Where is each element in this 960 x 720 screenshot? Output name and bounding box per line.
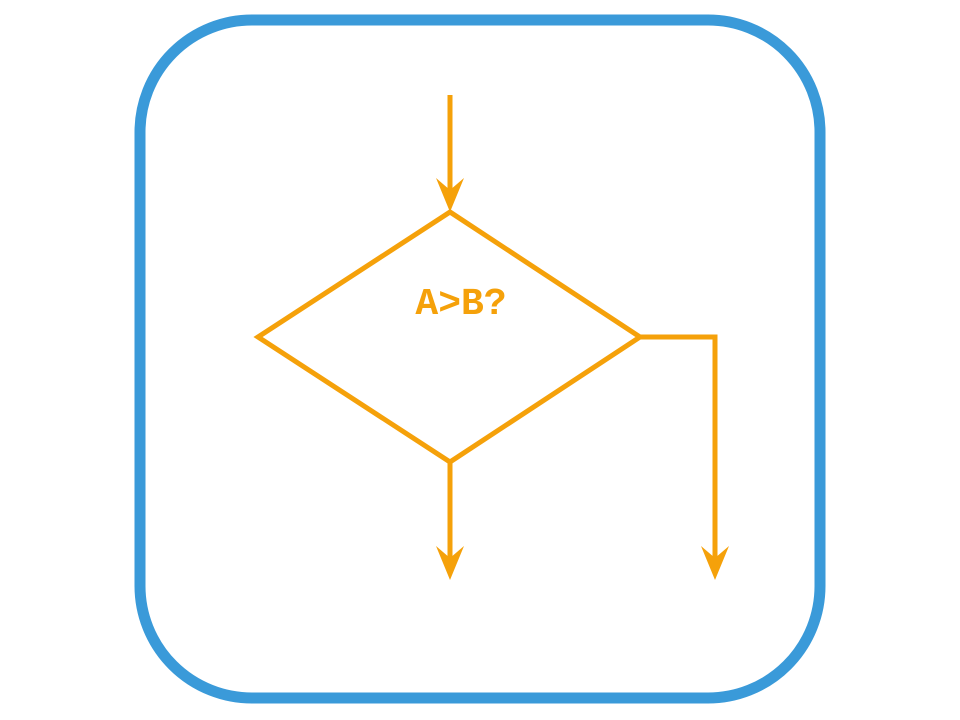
right-branch-arrowhead-icon <box>701 546 729 580</box>
bottom-branch-arrowhead-icon <box>436 546 464 580</box>
decision-diamond <box>253 209 645 465</box>
right-branch-line <box>640 334 718 560</box>
rounded-frame <box>134 14 826 704</box>
decision-condition-label: A>B? <box>415 283 506 326</box>
incoming-arrowhead-icon <box>436 178 464 212</box>
